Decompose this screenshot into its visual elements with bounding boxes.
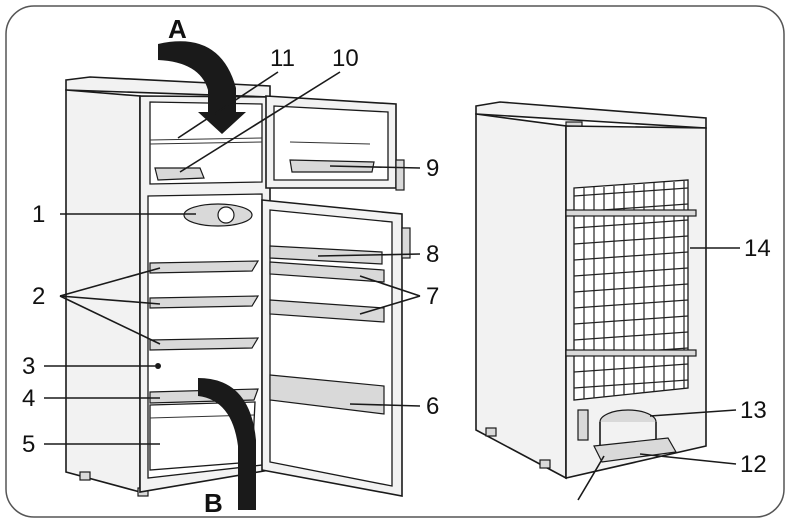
- fridge-door-handle: [401, 227, 411, 259]
- label-10: 10: [332, 45, 359, 72]
- leader-7a: [359, 275, 421, 297]
- condenser-coil: [565, 179, 697, 401]
- condenser-area: [573, 179, 689, 401]
- compressor-base: [593, 437, 677, 463]
- door-shelf-1: [269, 261, 385, 283]
- label-2: 2: [32, 283, 45, 310]
- door-shelf-2: [269, 299, 385, 323]
- leader-6: [349, 403, 421, 407]
- label-6: 6: [426, 393, 439, 420]
- leader-2b: [59, 295, 161, 305]
- coil-bracket-top: [565, 209, 697, 217]
- label-12: 12: [740, 451, 767, 478]
- rear-top: [475, 101, 707, 129]
- freezer-shelf-edge: [149, 141, 263, 145]
- label-a: A: [168, 14, 187, 44]
- freezer-door-shelf-line: [289, 141, 371, 145]
- leader-10: [179, 71, 341, 173]
- label-13: 13: [740, 397, 767, 424]
- airflow-arrow-b: [198, 378, 256, 510]
- fridge-shelf-3: [149, 337, 260, 351]
- leader-8: [317, 253, 421, 257]
- rear-foot-left: [485, 427, 497, 437]
- egg-rack: [269, 245, 383, 265]
- leader-13: [649, 409, 737, 417]
- thermostat-knob: [217, 206, 235, 224]
- label-9: 9: [426, 155, 439, 182]
- label-14: 14: [744, 235, 771, 262]
- fridge-shelf-2: [149, 295, 260, 309]
- freezer-door-handle: [395, 159, 405, 191]
- coil-bracket-bottom: [565, 349, 697, 357]
- label-4: 4: [22, 385, 35, 412]
- airflow-arrow-a: [158, 41, 246, 134]
- drain-hole: [155, 363, 161, 369]
- leader-9: [329, 165, 421, 169]
- leader-12: [639, 453, 737, 465]
- leader-7b: [359, 295, 421, 315]
- leader-2c: [59, 295, 161, 345]
- label-1: 1: [32, 201, 45, 228]
- front-foot-left: [79, 471, 91, 481]
- rear-foot-mid: [539, 459, 551, 469]
- leader-lines: [44, 71, 740, 465]
- front-fridge: [65, 41, 411, 510]
- label-b: B: [204, 488, 223, 518]
- rear-side-panel: [475, 113, 567, 480]
- power-cord: [577, 455, 605, 501]
- label-11: 11: [270, 45, 295, 72]
- leader-11: [177, 71, 279, 139]
- rear-fridge: [475, 101, 707, 501]
- rear-pipe: [577, 409, 589, 441]
- freezer-shelf: [149, 137, 263, 141]
- leader-2a: [59, 267, 161, 297]
- label-5: 5: [22, 431, 35, 458]
- label-8: 8: [426, 241, 439, 268]
- drip-tray: [154, 167, 205, 181]
- label-3: 3: [22, 353, 35, 380]
- label-7: 7: [426, 283, 439, 310]
- fridge-shelf-1: [149, 260, 260, 274]
